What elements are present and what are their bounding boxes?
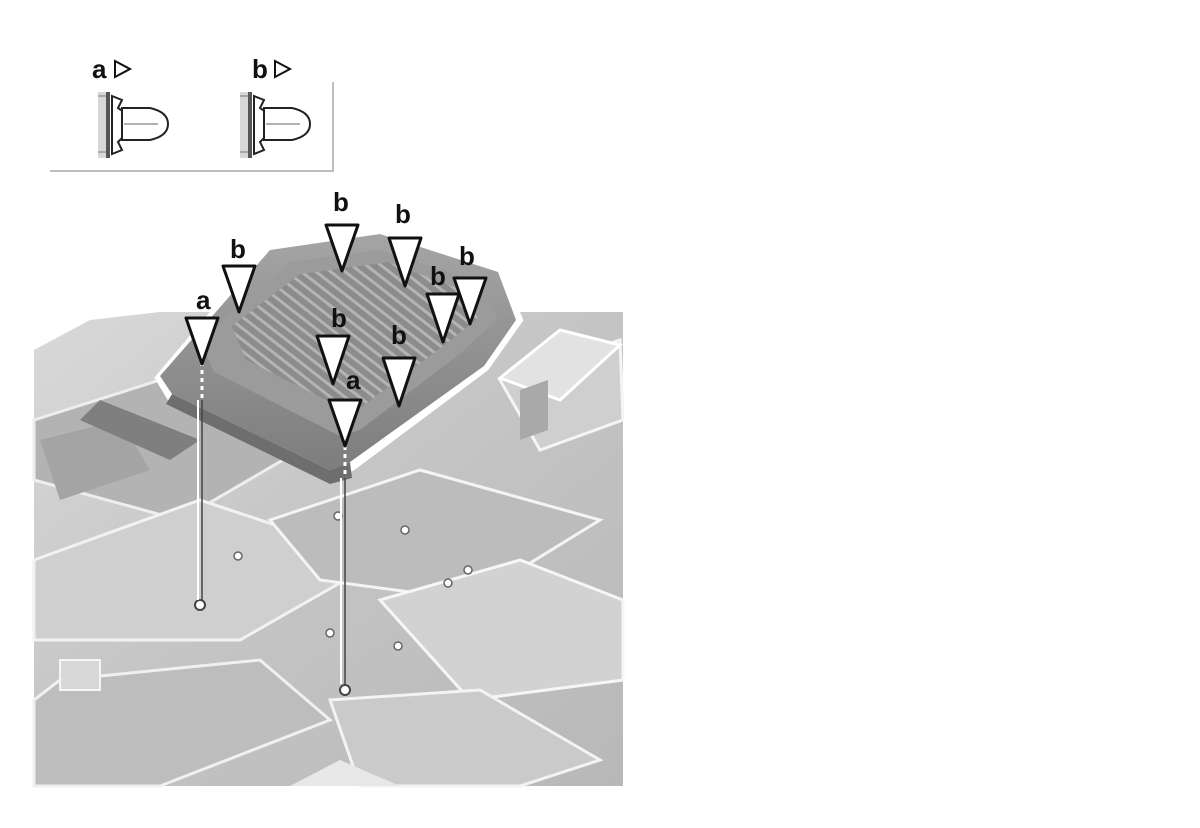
install-guides [197,362,347,684]
callout-arrow-icon [315,334,351,386]
callout-b-6: b [315,303,351,386]
callout-arrow-icon [387,236,423,288]
callout-arrow-icon [452,276,488,326]
callout-arrow-icon [221,264,257,314]
callout-label: b [430,261,446,291]
callout-label: a [346,365,361,395]
callout-arrow-icon [327,398,363,448]
callout-a-center: a [327,365,363,448]
callout-label: b [459,241,475,271]
legend-arrow-a-icon [114,59,133,79]
callout-label: b [230,234,246,264]
callout-arrow-icon [425,292,461,344]
legend-item-a: a [92,54,170,158]
callout-b-4: b [452,241,488,326]
fastener-legend: a b [50,54,334,172]
callout-label: b [395,199,411,229]
callout-label: b [391,320,407,350]
callout-b-3: b [387,199,423,288]
legend-label-a: a [92,54,107,84]
callouts: a b b b b b b b [184,187,488,448]
callout-label: b [333,187,349,217]
callout-arrow-icon [381,356,417,408]
callout-label: b [331,303,347,333]
callout-b-5: b [425,261,461,344]
callout-arrow-icon [324,223,360,273]
callout-b-7: b [381,320,417,408]
callout-arrow-icon [184,316,220,366]
legend-frame [50,82,334,172]
legend-label-b: b [252,54,268,84]
legend-item-b: b [240,54,312,158]
legend-arrow-b-icon [274,59,293,79]
vehicle-floor [32,312,625,788]
mounting-holes [194,511,473,696]
callout-a-left: a [184,285,220,366]
callout-label: a [196,285,211,315]
callout-b-1: b [221,234,257,314]
push-clip-b-icon [240,92,312,158]
push-clip-a-icon [98,92,170,158]
callout-b-2: b [324,187,360,273]
